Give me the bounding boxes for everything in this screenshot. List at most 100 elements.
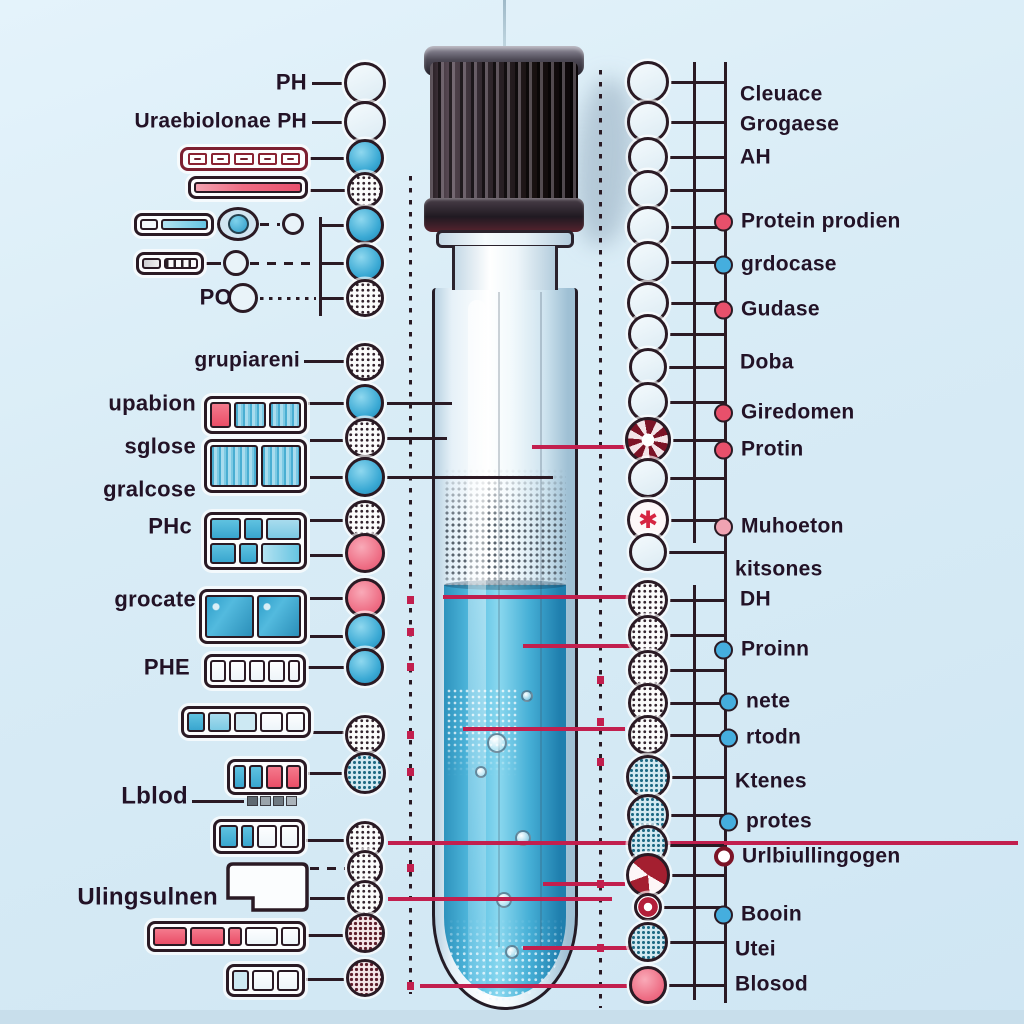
notch-strip	[226, 862, 309, 917]
connector-line	[308, 933, 343, 937]
right-tick-line	[664, 905, 724, 909]
left-indicator-circle	[346, 279, 384, 317]
tiny-legend-square	[247, 796, 258, 806]
blue-gradient-strip	[134, 213, 214, 236]
strip-cell-bluedeep	[257, 595, 301, 638]
upabion-strip	[204, 396, 307, 434]
strip-cell-stripe	[233, 402, 266, 428]
granule-transition-zone	[444, 468, 566, 590]
right-label: Protin	[741, 437, 804, 461]
left-label: gralcose	[103, 476, 196, 502]
red-indicator-line	[388, 841, 1018, 845]
right-tick-line	[669, 365, 724, 369]
connector-line	[310, 634, 343, 638]
bottom-band	[0, 1010, 1024, 1024]
glass-highlight	[468, 300, 486, 990]
right-label: Muhoeton	[741, 514, 844, 538]
red-tick-mark	[406, 596, 414, 604]
right-label: kitsones	[735, 557, 823, 581]
strip-cell-red	[153, 927, 188, 946]
right-label-row: Blosod	[735, 973, 808, 997]
strip-cell-white	[280, 927, 300, 946]
connector-line	[306, 977, 344, 981]
red-indicator-line	[523, 946, 632, 950]
lblod-strip	[227, 759, 307, 795]
right-indicator-circle	[626, 853, 670, 897]
small-circle-indicator	[282, 213, 304, 235]
connector-line	[308, 401, 344, 405]
red-tick-mark	[406, 768, 414, 776]
strip-cell-blue	[249, 765, 263, 789]
left-indicator-circle	[346, 648, 384, 686]
strip-cell-lightblue	[265, 518, 301, 540]
fade-strip	[181, 706, 311, 738]
strip-cell-white	[229, 660, 246, 682]
right-tick-line	[670, 332, 724, 336]
right-label-row: Proinn	[714, 638, 809, 662]
reagent-square	[234, 153, 254, 165]
right-label-row: Gudase	[714, 298, 820, 322]
red-indicator-line	[543, 882, 625, 886]
red-tick-mark	[596, 676, 604, 684]
red-tick-mark	[406, 663, 414, 671]
right-label-row: AH	[740, 146, 771, 170]
right-indicator-circle	[627, 241, 669, 283]
right-label: Grogaese	[740, 112, 840, 136]
blue-bullet-icon	[719, 728, 738, 748]
left-indicator-circle	[344, 101, 386, 143]
connector-line	[310, 596, 343, 600]
red-bullet-icon	[714, 440, 733, 460]
phe-strip	[204, 654, 306, 688]
red-strip	[147, 921, 306, 952]
grocate-strip	[199, 589, 307, 644]
connector-line	[308, 665, 344, 669]
notch-strip-shape	[226, 862, 309, 912]
strip-cell-blue	[187, 712, 206, 732]
strip-cell-red	[285, 765, 302, 789]
red-bullet-icon	[714, 403, 733, 423]
strip-cell-white	[277, 970, 299, 991]
connector-line	[310, 553, 343, 557]
left-indicator-circle	[346, 959, 384, 997]
right-label: Blosod	[735, 972, 808, 996]
right-tick-line	[670, 668, 724, 672]
right-label-row: Protin	[714, 438, 803, 462]
strip-cell-blue	[210, 542, 237, 564]
right-label: rtodn	[746, 725, 802, 749]
right-tick-line	[671, 120, 724, 124]
right-tick-line	[670, 843, 724, 847]
left-indicator-circle	[347, 880, 383, 916]
right-label-row: Cleuace	[740, 83, 823, 107]
strip-cell-red	[265, 765, 283, 789]
tube-stem-line	[503, 0, 506, 52]
bracket-line	[692, 585, 696, 1000]
squares-strip	[180, 147, 308, 171]
blue-bullet-icon	[714, 640, 733, 660]
connector-line	[260, 222, 280, 226]
left-indicator-circle	[346, 244, 384, 282]
left-label: PO	[199, 284, 232, 310]
right-label-row: Muhoeton	[714, 515, 844, 539]
right-label-row: Giredomen	[714, 401, 855, 425]
right-tick-line	[671, 225, 724, 229]
left-indicator-circle	[346, 206, 384, 244]
connector-line	[310, 156, 344, 160]
left-label: Ulingsulnen	[77, 883, 218, 911]
tiny-legend-square	[286, 796, 297, 806]
red-tick-mark	[406, 982, 414, 990]
connector-line	[312, 120, 342, 124]
left-indicator-circle	[345, 418, 385, 458]
right-tick-line	[670, 940, 724, 944]
strip-cell-red	[210, 402, 231, 428]
asterisk-icon: ✱	[637, 506, 659, 534]
red-indicator-line	[388, 897, 612, 901]
pink-bullet-icon	[714, 517, 733, 537]
strip-cell-white	[248, 660, 266, 682]
blue-bullet-icon	[719, 692, 738, 712]
strip-cell-blue	[210, 518, 242, 540]
strip-cell-white	[285, 712, 306, 732]
left-indicator-circle	[345, 578, 385, 618]
connector-line	[313, 730, 344, 734]
red-indicator-line	[420, 984, 627, 988]
